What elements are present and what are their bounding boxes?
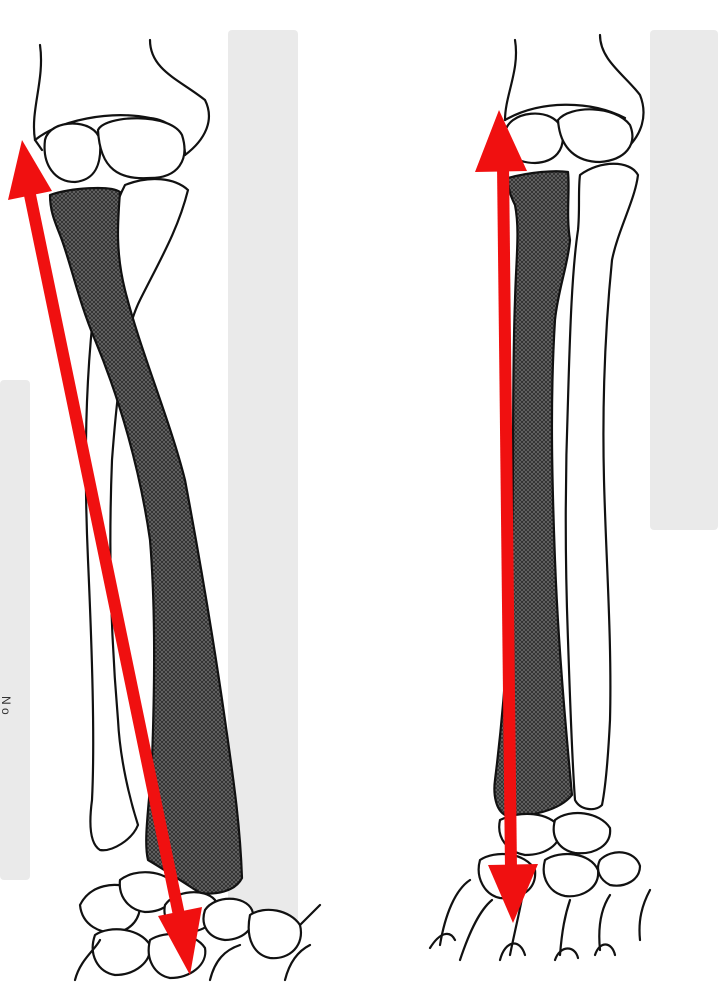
- right-trochlea: [558, 109, 632, 162]
- left-radius: [50, 188, 242, 894]
- right-ulna: [566, 164, 638, 809]
- margin-mark: N o: [0, 696, 13, 715]
- right-carpals: [430, 813, 650, 960]
- left-trochlea: [98, 118, 184, 178]
- right-forearm-supinated: [430, 35, 650, 960]
- left-capitulum: [45, 124, 101, 183]
